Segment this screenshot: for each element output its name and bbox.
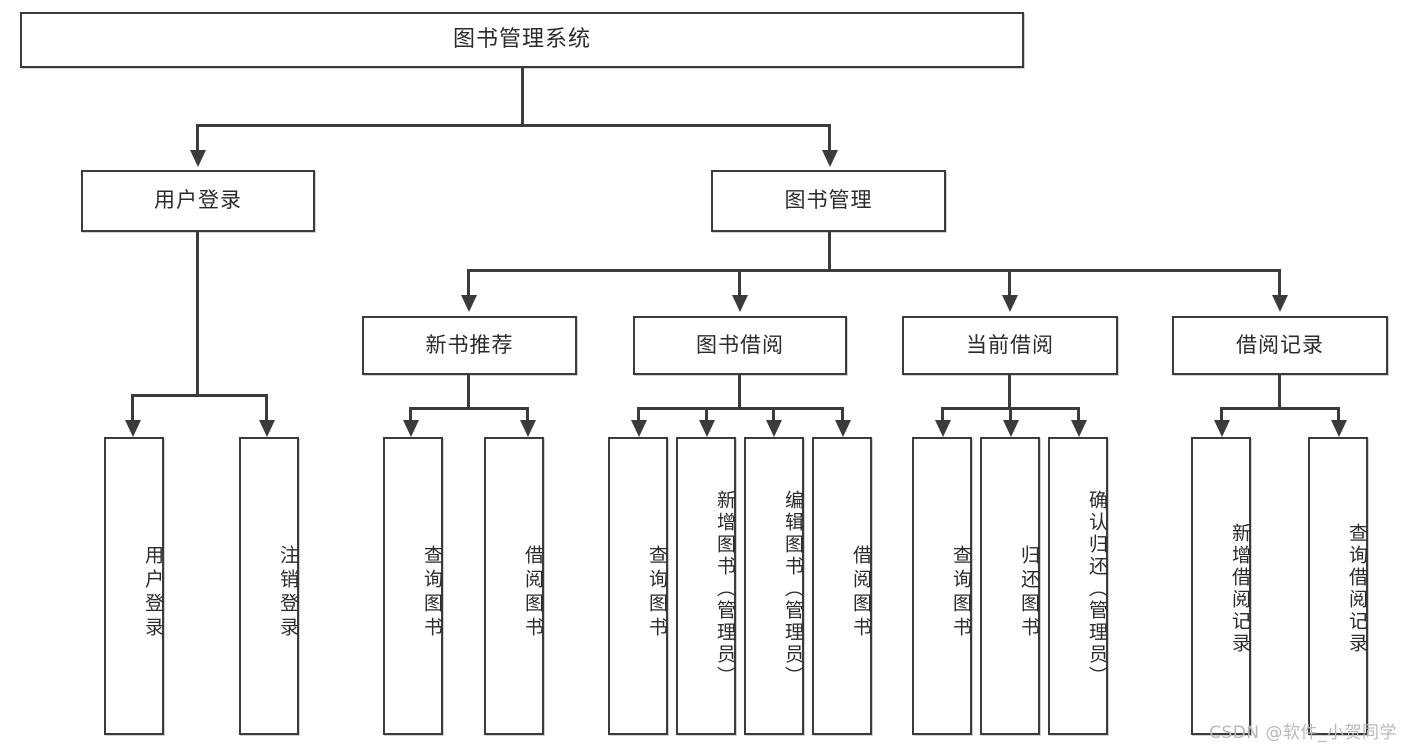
leaf-query-book-borrow[interactable]: 查询图书 xyxy=(608,437,668,735)
arrow-to-leaf-4 xyxy=(520,420,536,437)
node-label: 图书管理系统 xyxy=(452,26,591,52)
watermark-credit: CSDN @软件_小贺同学 xyxy=(1209,723,1397,743)
edge-recommend-drop-1 xyxy=(409,407,412,422)
edge-level3-drop-4 xyxy=(1278,269,1281,295)
node-label: 查询借阅记录 xyxy=(1346,523,1368,655)
node-label: 图书借阅 xyxy=(696,332,784,357)
node-label: 借阅图书 xyxy=(850,545,872,641)
leaf-borrow-book[interactable]: 借阅图书 xyxy=(812,437,872,735)
arrow-to-leaf-1 xyxy=(125,420,141,437)
edge-userlogin-bus xyxy=(131,394,267,397)
arrow-to-new-book-recommend xyxy=(461,295,477,312)
node-label: 编辑图书（管理员） xyxy=(782,490,804,688)
edge-userlogin-drop-1 xyxy=(131,394,134,420)
arrow-to-leaf-9 xyxy=(935,420,951,437)
node-label: 用户登录 xyxy=(154,188,242,213)
node-label: 当前借阅 xyxy=(966,332,1054,357)
node-label: 借阅图书 xyxy=(522,545,544,641)
edge-level2-bus xyxy=(196,124,830,127)
node-label: 查询图书 xyxy=(950,545,972,641)
edge-userlogin-drop-2 xyxy=(265,394,268,420)
arrow-to-leaf-2 xyxy=(259,420,275,437)
node-label: 注销登录 xyxy=(277,545,299,641)
node-label: 用户登录 xyxy=(142,545,164,641)
leaf-edit-book-admin[interactable]: 编辑图书（管理员） xyxy=(744,437,804,735)
edge-current-stem xyxy=(1008,375,1011,410)
arrow-to-current-borrow xyxy=(1002,295,1018,312)
leaf-logout[interactable]: 注销登录 xyxy=(239,437,299,735)
edge-level3-bus xyxy=(467,269,1281,272)
edge-bookmgmt-stem xyxy=(828,232,831,272)
node-label: 图书管理 xyxy=(784,188,873,213)
arrow-to-user-login xyxy=(190,150,206,167)
arrow-to-leaf-11 xyxy=(1071,420,1087,437)
node-label: 查询图书 xyxy=(421,545,443,641)
leaf-return-book[interactable]: 归还图书 xyxy=(980,437,1040,735)
edge-borrow-drop-3 xyxy=(772,407,775,422)
arrow-to-book-borrow xyxy=(732,295,748,312)
leaf-query-book-current[interactable]: 查询图书 xyxy=(912,437,972,735)
arrow-to-borrow-record xyxy=(1272,295,1288,312)
node-label: 新增借阅记录 xyxy=(1229,523,1251,655)
edge-borrow-drop-4 xyxy=(841,407,844,422)
arrow-to-leaf-7 xyxy=(766,420,782,437)
leaf-query-borrow-record[interactable]: 查询借阅记录 xyxy=(1308,437,1368,735)
edge-record-stem xyxy=(1278,375,1281,410)
node-label: 查询图书 xyxy=(646,545,668,641)
node-label: 新增图书（管理员） xyxy=(714,490,736,688)
arrow-to-leaf-6 xyxy=(699,420,715,437)
edge-recommend-bus xyxy=(409,407,529,410)
edge-recommend-drop-2 xyxy=(526,407,529,422)
node-root-system[interactable]: 图书管理系统 xyxy=(20,12,1024,68)
node-user-login[interactable]: 用户登录 xyxy=(81,170,315,232)
edge-record-drop-1 xyxy=(1220,407,1223,422)
arrow-to-leaf-5 xyxy=(631,420,647,437)
leaf-confirm-return-admin[interactable]: 确认归还（管理员） xyxy=(1048,437,1108,735)
node-label: 归还图书 xyxy=(1018,545,1040,641)
edge-borrow-drop-2 xyxy=(705,407,708,422)
arrow-to-leaf-12 xyxy=(1214,420,1230,437)
arrow-to-leaf-10 xyxy=(1003,420,1019,437)
node-book-borrow[interactable]: 图书借阅 xyxy=(633,316,847,375)
leaf-add-borrow-record[interactable]: 新增借阅记录 xyxy=(1191,437,1251,735)
edge-level2-drop-2 xyxy=(828,124,831,150)
leaf-user-login[interactable]: 用户登录 xyxy=(104,437,164,735)
edge-borrow-drop-1 xyxy=(637,407,640,422)
edge-borrow-stem xyxy=(738,375,741,410)
edge-level2-drop-1 xyxy=(196,124,199,150)
arrow-to-leaf-3 xyxy=(403,420,419,437)
leaf-borrow-book-recommend[interactable]: 借阅图书 xyxy=(484,437,544,735)
node-new-book-recommend[interactable]: 新书推荐 xyxy=(362,316,577,375)
edge-current-drop-2 xyxy=(1009,407,1012,422)
arrow-to-book-manage xyxy=(822,150,838,167)
node-book-management[interactable]: 图书管理 xyxy=(711,170,946,232)
node-borrow-record[interactable]: 借阅记录 xyxy=(1172,316,1388,375)
leaf-query-book-recommend[interactable]: 查询图书 xyxy=(383,437,443,735)
edge-record-drop-2 xyxy=(1337,407,1340,422)
edge-recommend-stem xyxy=(467,375,470,410)
edge-level3-drop-1 xyxy=(467,269,470,295)
edge-root-stem xyxy=(521,68,524,125)
node-current-borrow[interactable]: 当前借阅 xyxy=(902,316,1118,375)
arrow-to-leaf-13 xyxy=(1331,420,1347,437)
edge-borrow-bus xyxy=(637,407,844,410)
edge-current-drop-3 xyxy=(1077,407,1080,422)
edge-userlogin-stem xyxy=(196,232,199,397)
leaf-add-book-admin[interactable]: 新增图书（管理员） xyxy=(676,437,736,735)
arrow-to-leaf-8 xyxy=(835,420,851,437)
node-label: 借阅记录 xyxy=(1236,332,1324,357)
node-label: 确认归还（管理员） xyxy=(1086,490,1108,688)
edge-level3-drop-2 xyxy=(738,269,741,295)
edge-current-drop-1 xyxy=(941,407,944,422)
edge-level3-drop-3 xyxy=(1008,269,1011,295)
edge-record-bus xyxy=(1220,407,1340,410)
node-label: 新书推荐 xyxy=(425,332,514,357)
